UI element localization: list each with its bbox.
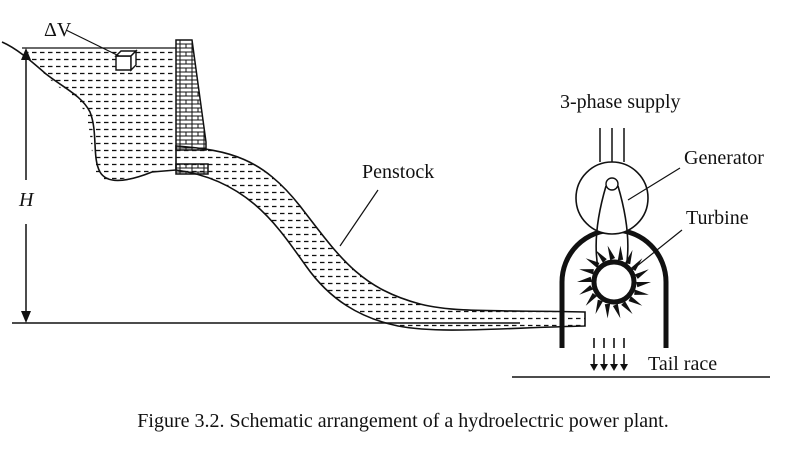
supply-label: 3-phase supply	[560, 91, 681, 113]
tail-race-label: Tail race	[648, 353, 717, 375]
penstock-leader	[339, 189, 379, 247]
turbine-blade	[604, 303, 611, 319]
turbine-blade	[579, 269, 594, 275]
generator-circle	[575, 161, 649, 235]
penstock-pipe	[175, 145, 586, 331]
figure-caption: Figure 3.2. Schematic arrangement of a h…	[137, 410, 668, 432]
turbine-blade	[579, 285, 594, 295]
turbine-label: Turbine	[686, 207, 749, 229]
turbine-blade	[612, 303, 621, 319]
generator-label: Generator	[684, 147, 764, 169]
turbine-blade	[634, 289, 649, 295]
head-arrow-top-head	[21, 48, 31, 60]
delta-v-cube	[114, 49, 138, 72]
generator-leader	[627, 167, 681, 201]
turbine-blade	[585, 258, 600, 268]
turbine-blade	[617, 245, 624, 261]
turbine-blade	[585, 293, 598, 306]
turbine-blade	[595, 299, 603, 314]
dam-wall	[175, 39, 207, 151]
reservoir	[22, 48, 176, 181]
turbine-blade	[577, 276, 592, 282]
head-label: H	[18, 189, 35, 211]
delta-v-leader	[65, 29, 120, 57]
turbine-blade	[630, 258, 643, 271]
turbine-blade	[607, 245, 616, 261]
turbine-blade	[595, 250, 607, 263]
turbine-blade	[636, 282, 651, 288]
turbine-blade	[634, 269, 649, 279]
generator-rotor	[605, 177, 619, 191]
turbine-blade	[628, 296, 643, 306]
delta-v-label: ΔV	[44, 19, 72, 41]
tail-race-flow	[590, 338, 628, 371]
turbine-blade	[621, 301, 633, 314]
head-arrow-bottom-head	[21, 311, 31, 323]
reservoir-bank	[1, 41, 177, 182]
turbine-shaft-ring	[591, 259, 637, 305]
drive-belt	[595, 185, 629, 269]
turbine-leader	[631, 229, 683, 271]
penstock-label: Penstock	[362, 161, 434, 183]
